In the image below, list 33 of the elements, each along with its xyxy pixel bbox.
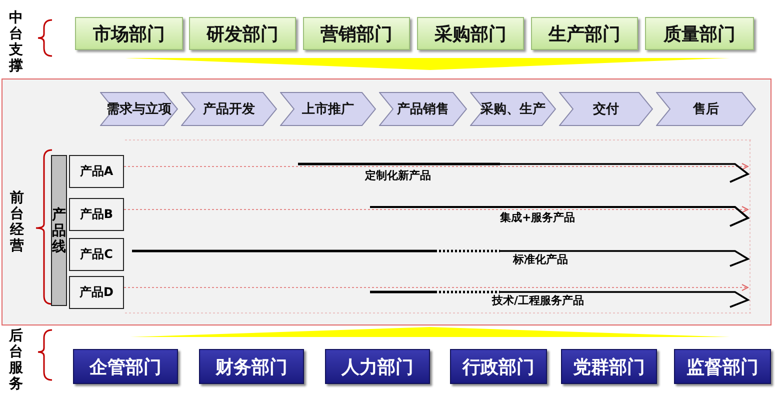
product-line-bar: 产品线 — [51, 155, 67, 306]
product-box: 产品A — [69, 155, 124, 188]
department-box: 市场部门 — [75, 17, 183, 50]
department-box: 营销部门 — [303, 17, 410, 50]
department-box: 党群部门 — [561, 349, 657, 384]
section-label: 后台服务 — [9, 328, 24, 392]
leader-line — [124, 206, 748, 213]
section-label: 前台经营 — [10, 190, 25, 254]
product-type-label: 技术/工程服务产品 — [492, 293, 584, 308]
process-step: 产品开发 — [181, 92, 277, 126]
department-box: 采购部门 — [417, 17, 524, 50]
department-box: 行政部门 — [450, 349, 547, 384]
department-box: 质量部门 — [645, 17, 754, 50]
process-step: 上市推广 — [280, 92, 376, 126]
section-label: 中台支撑 — [9, 10, 24, 74]
department-box: 研发部门 — [189, 17, 296, 50]
product-type-label: 标准化产品 — [513, 252, 568, 267]
department-box: 企管部门 — [73, 349, 178, 384]
product-box: 产品B — [69, 198, 124, 231]
product-box: 产品D — [69, 276, 124, 309]
product-type-label: 集成+服务产品 — [500, 210, 576, 225]
department-box: 生产部门 — [531, 17, 638, 50]
leader-line — [124, 163, 748, 170]
department-box: 监督部门 — [674, 349, 771, 384]
department-box: 人力部门 — [325, 349, 430, 384]
process-step: 交付 — [559, 92, 653, 126]
department-box: 财务部门 — [199, 349, 304, 384]
product-box: 产品C — [69, 238, 124, 271]
process-step: 采购、生产 — [470, 92, 556, 126]
leader-line — [124, 284, 748, 291]
process-step: 需求与立项 — [100, 92, 178, 126]
process-step: 产品销售 — [379, 92, 467, 126]
product-type-label: 定制化新产品 — [365, 168, 431, 183]
